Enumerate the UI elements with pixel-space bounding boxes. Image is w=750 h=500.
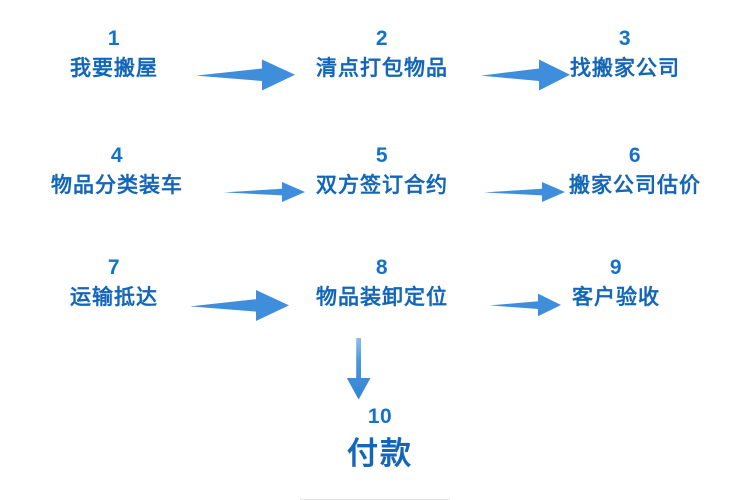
- step-node-6[interactable]: 6 搬家公司估价: [569, 145, 701, 196]
- step-label: 我要搬屋: [70, 57, 158, 80]
- step-label: 付款: [347, 436, 413, 471]
- step-label: 双方签订合约: [316, 174, 448, 197]
- step-number: 7: [107, 256, 121, 279]
- step-number: 3: [618, 27, 632, 50]
- arrow-2-to-3-icon: [481, 58, 571, 92]
- step-label: 清点打包物品: [316, 57, 448, 80]
- step-node-1[interactable]: 1 我要搬屋: [70, 28, 158, 79]
- step-node-8[interactable]: 8 物品装卸定位: [316, 257, 448, 308]
- arrow-4-to-5-icon: [224, 180, 306, 204]
- step-node-10[interactable]: 10 付款: [347, 406, 413, 469]
- step-label: 找搬家公司: [570, 57, 680, 80]
- step-label: 搬家公司估价: [569, 174, 701, 197]
- step-number: 2: [375, 27, 389, 50]
- step-node-5[interactable]: 5 双方签订合约: [316, 145, 448, 196]
- step-number: 1: [107, 27, 121, 50]
- step-node-7[interactable]: 7 运输抵达: [70, 257, 158, 308]
- step-number: 6: [628, 144, 642, 167]
- step-number: 10: [367, 405, 393, 428]
- arrow-8-to-9-icon: [490, 292, 562, 318]
- arrow-1-to-2-icon: [196, 58, 296, 92]
- step-node-4[interactable]: 4 物品分类装车: [51, 145, 183, 196]
- arrow-7-to-8-icon: [190, 288, 290, 322]
- step-label: 客户验收: [572, 286, 660, 309]
- arrow-8-to-10-icon: [345, 338, 373, 400]
- step-label: 运输抵达: [70, 286, 158, 309]
- step-number: 8: [375, 256, 389, 279]
- step-number: 9: [609, 256, 623, 279]
- step-number: 4: [110, 144, 124, 167]
- step-number: 5: [375, 144, 389, 167]
- step-node-2[interactable]: 2 清点打包物品: [316, 28, 448, 79]
- step-node-3[interactable]: 3 找搬家公司: [570, 28, 680, 79]
- step-node-9[interactable]: 9 客户验收: [572, 257, 660, 308]
- arrow-5-to-6-icon: [484, 180, 566, 204]
- step-label: 物品装卸定位: [316, 286, 448, 309]
- step-label: 物品分类装车: [51, 174, 183, 197]
